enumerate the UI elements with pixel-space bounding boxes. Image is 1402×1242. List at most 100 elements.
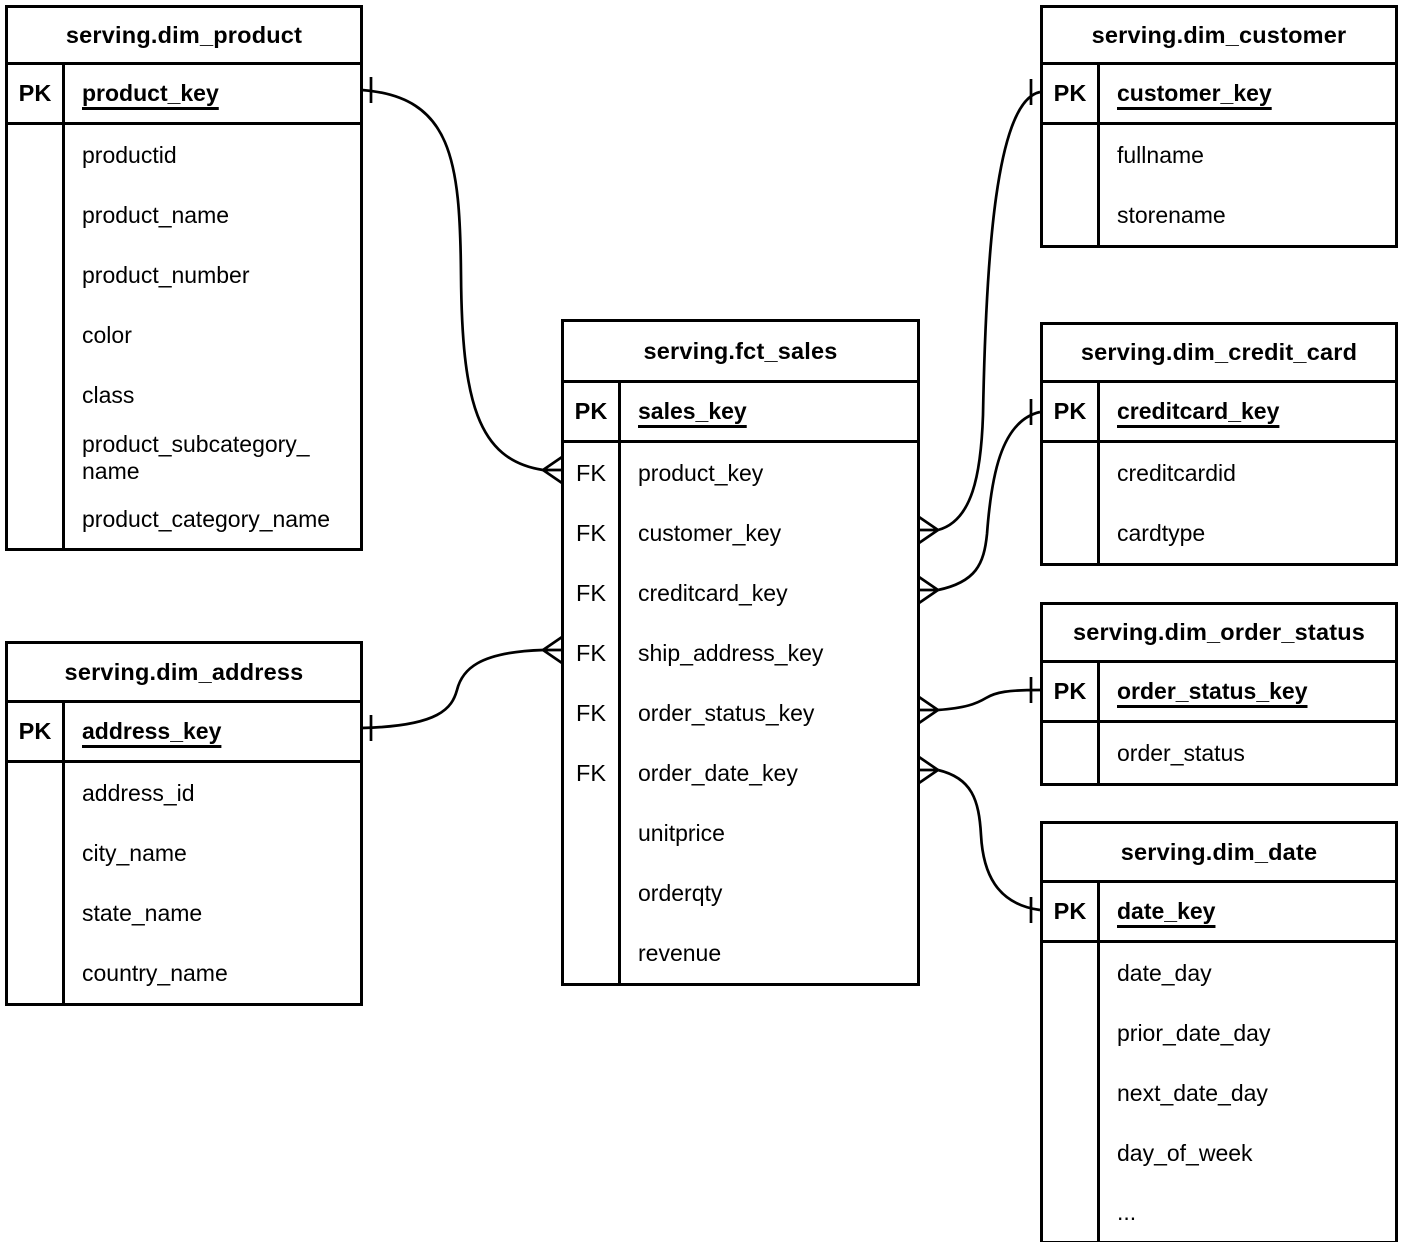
table-row: PK date_key bbox=[1043, 883, 1395, 943]
key-cell-empty bbox=[1043, 1183, 1100, 1241]
key-cell-empty bbox=[564, 923, 621, 983]
field: ship_address_key bbox=[638, 639, 824, 666]
table-row: ... bbox=[1043, 1183, 1395, 1241]
relationship-fct-sales-dim-date bbox=[918, 755, 1041, 923]
table-dim-product: serving.dim_product PK product_key produ… bbox=[5, 5, 363, 551]
table-row: day_of_week bbox=[1043, 1123, 1395, 1183]
connector-line bbox=[937, 410, 1041, 592]
crow-foot-many-icon bbox=[918, 695, 939, 725]
field: date_day bbox=[1117, 959, 1212, 986]
field: prior_date_day bbox=[1117, 1019, 1271, 1046]
field: state_name bbox=[82, 899, 203, 926]
table-row: address_id bbox=[8, 763, 360, 823]
key-cell-empty bbox=[8, 185, 65, 245]
table-row: PK customer_key bbox=[1043, 65, 1395, 125]
table-row: PK product_key bbox=[8, 65, 360, 125]
relationship-fct-sales-dim-customer bbox=[918, 79, 1041, 545]
field: next_date_day bbox=[1117, 1079, 1268, 1106]
field: creditcard_key bbox=[638, 579, 788, 606]
table-row: date_day bbox=[1043, 943, 1395, 1003]
table-row: class bbox=[8, 365, 360, 425]
key-cell-empty bbox=[564, 803, 621, 863]
field: day_of_week bbox=[1117, 1139, 1253, 1166]
table-dim-address: serving.dim_address PK address_key addre… bbox=[5, 641, 363, 1006]
fk-label: FK bbox=[564, 563, 621, 623]
table-dim-order-status: serving.dim_order_status PK order_status… bbox=[1040, 602, 1398, 786]
pk-label: PK bbox=[8, 65, 65, 122]
field: ... bbox=[1117, 1198, 1137, 1225]
connector-line bbox=[937, 688, 1041, 712]
table-title: serving.dim_credit_card bbox=[1043, 325, 1395, 383]
crow-foot-many-icon bbox=[918, 575, 939, 605]
table-row: product_number bbox=[8, 245, 360, 305]
field: order_status bbox=[1117, 739, 1245, 766]
field: product_category_name bbox=[82, 505, 331, 532]
table-row: order_status bbox=[1043, 723, 1395, 783]
table-title: serving.dim_date bbox=[1043, 824, 1395, 883]
key-cell-empty bbox=[564, 863, 621, 923]
table-row: orderqty bbox=[564, 863, 917, 923]
field: productid bbox=[82, 141, 177, 168]
table-dim-credit-card: serving.dim_credit_card PK creditcard_ke… bbox=[1040, 322, 1398, 566]
pk-label: PK bbox=[1043, 383, 1100, 440]
table-row: next_date_day bbox=[1043, 1063, 1395, 1123]
table-row: product_name bbox=[8, 185, 360, 245]
key-cell-empty bbox=[8, 823, 65, 883]
table-row: fullname bbox=[1043, 125, 1395, 185]
table-title: serving.dim_address bbox=[8, 644, 360, 703]
fk-label: FK bbox=[564, 683, 621, 743]
table-row: PK order_status_key bbox=[1043, 663, 1395, 723]
relationship-fct-sales-dim-address bbox=[361, 635, 563, 741]
field: address_id bbox=[82, 779, 195, 806]
table-row: productid bbox=[8, 125, 360, 185]
key-cell-empty bbox=[1043, 1123, 1100, 1183]
crow-foot-many-icon bbox=[542, 635, 563, 665]
key-cell-empty bbox=[8, 943, 65, 1003]
key-cell-empty bbox=[1043, 443, 1100, 503]
field: unitprice bbox=[638, 819, 725, 846]
pk-label: PK bbox=[1043, 663, 1100, 720]
fk-label: FK bbox=[564, 743, 621, 803]
connector-line bbox=[937, 768, 1041, 912]
pk-label: PK bbox=[1043, 65, 1100, 122]
table-row: creditcardid bbox=[1043, 443, 1395, 503]
pk-field: sales_key bbox=[638, 398, 747, 424]
field: order_date_key bbox=[638, 759, 798, 786]
relationship-fct-sales-dim-product bbox=[361, 77, 563, 485]
relationship-fct-sales-dim-order-status bbox=[918, 677, 1041, 725]
table-row: PK address_key bbox=[8, 703, 360, 763]
table-row: storename bbox=[1043, 185, 1395, 245]
pk-label: PK bbox=[8, 703, 65, 760]
table-row: state_name bbox=[8, 883, 360, 943]
field: fullname bbox=[1117, 141, 1204, 168]
field: color bbox=[82, 321, 132, 348]
table-row: color bbox=[8, 305, 360, 365]
relationship-fct-sales-dim-credit-card bbox=[918, 399, 1041, 605]
crow-foot-many-icon bbox=[918, 755, 939, 785]
field: order_status_key bbox=[638, 699, 815, 726]
pk-field: date_key bbox=[1117, 898, 1216, 924]
connector-line bbox=[361, 88, 544, 472]
crow-foot-many-icon bbox=[542, 455, 563, 485]
field: country_name bbox=[82, 959, 228, 986]
key-cell-empty bbox=[8, 425, 65, 490]
table-dim-date: serving.dim_date PK date_key date_day pr… bbox=[1040, 821, 1398, 1242]
field: product_subcategory_ name bbox=[82, 430, 310, 484]
table-row: PK sales_key bbox=[564, 383, 917, 443]
pk-field: address_key bbox=[82, 718, 222, 744]
table-row: revenue bbox=[564, 923, 917, 983]
table-dim-customer: serving.dim_customer PK customer_key ful… bbox=[1040, 5, 1398, 248]
table-row: product_subcategory_ name bbox=[8, 425, 360, 490]
table-row: FK order_date_key bbox=[564, 743, 917, 803]
pk-label: PK bbox=[564, 383, 621, 440]
key-cell-empty bbox=[8, 490, 65, 548]
key-cell-empty bbox=[1043, 943, 1100, 1003]
field: storename bbox=[1117, 201, 1226, 228]
pk-field: product_key bbox=[82, 80, 219, 106]
key-cell-empty bbox=[8, 365, 65, 425]
connector-line bbox=[937, 90, 1041, 532]
key-cell-empty bbox=[1043, 1063, 1100, 1123]
